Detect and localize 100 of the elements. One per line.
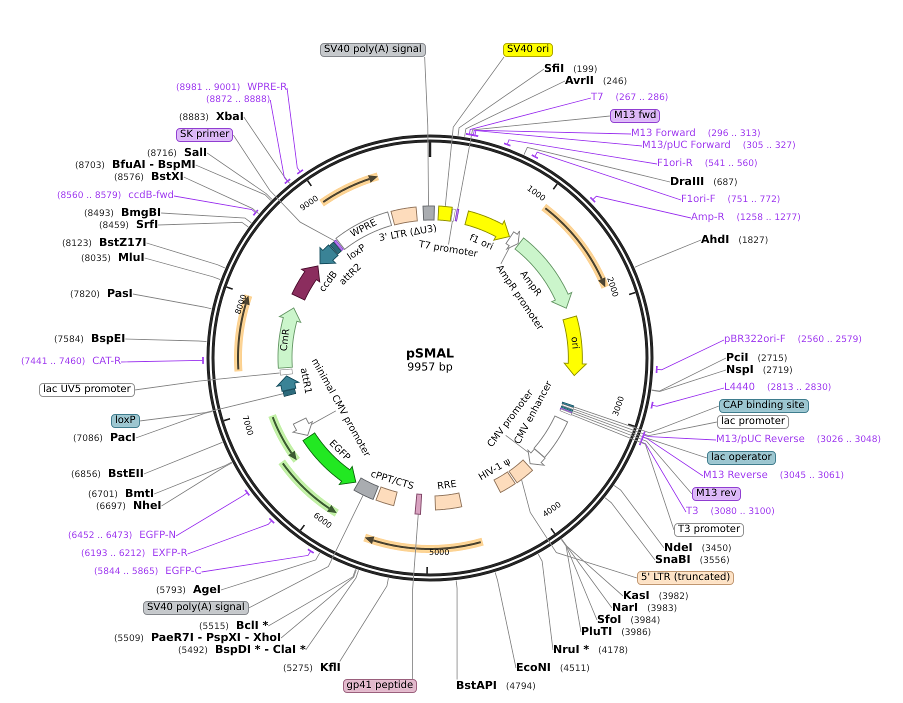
- cut-site-position: (4511): [560, 662, 590, 674]
- leader-line: [470, 130, 632, 137]
- feature-mark: [561, 401, 576, 409]
- leader-line: [268, 568, 356, 626]
- cut-site-position: (4794): [506, 680, 536, 692]
- primer-name: L4440: [724, 382, 756, 394]
- enzyme-name: BspDI * - ClaI *: [214, 644, 306, 656]
- feature-block: [422, 205, 436, 222]
- enzyme-name: AhdI: [701, 234, 730, 246]
- enzyme-name: PasI: [106, 288, 133, 300]
- leader-line: [161, 462, 232, 506]
- cut-site-position: (8123): [62, 238, 92, 250]
- enzyme-name: DraIII: [670, 176, 704, 188]
- feature-label: CmR: [280, 328, 292, 352]
- enzyme-name: AgeI: [192, 584, 221, 596]
- feature-tag: lac promoter: [717, 415, 789, 429]
- feature-block: [508, 458, 534, 484]
- leader-line: [154, 462, 232, 494]
- primer-position: (751 .. 772): [727, 194, 780, 206]
- cut-site-position: (3982): [658, 590, 689, 602]
- primer-name: M13/pUC Reverse: [716, 434, 805, 446]
- primer-position: (3045 .. 3061): [780, 470, 844, 482]
- leader-line: [135, 410, 213, 438]
- leader-line: [471, 130, 642, 146]
- enzyme-name: XbaI: [216, 110, 244, 122]
- enzyme-name: BclI *: [236, 620, 268, 632]
- cut-site-position: (2715): [757, 352, 788, 364]
- leader-line: [560, 539, 582, 632]
- enzyme-name: BmgBI: [120, 206, 162, 218]
- primer-position: (8981 .. 9001): [176, 82, 240, 94]
- cut-site-position: (7584): [54, 334, 84, 346]
- primer-position: (8872 .. 8888): [206, 94, 270, 106]
- primer-name: EGFP-N: [139, 530, 176, 542]
- leader-line: [638, 438, 686, 512]
- cut-site-position: (8883): [179, 112, 209, 124]
- leader-line: [494, 572, 516, 668]
- enzyme-name: AvrII: [565, 74, 594, 86]
- enzyme-name: BspEI: [90, 332, 126, 344]
- leader-line: [124, 338, 208, 342]
- leader-line: [195, 164, 272, 201]
- primer-position: (3026 .. 3048): [816, 434, 882, 446]
- cut-site-position: (5793): [156, 584, 186, 596]
- cut-site-position: (3986): [621, 626, 652, 638]
- leader-line: [466, 98, 592, 136]
- feature-mark: [332, 239, 344, 252]
- enzyme-name: SnaBI: [655, 554, 691, 566]
- leader-line: [270, 100, 291, 184]
- leader-line: [456, 580, 458, 680]
- primer-name: WPRE-R: [247, 82, 288, 94]
- enzyme-name: BmtI: [124, 488, 154, 500]
- cut-site-position: (8493): [84, 208, 114, 220]
- leader-line: [144, 258, 221, 280]
- primer-position: (3080 .. 3100): [710, 506, 775, 518]
- leader-line: [614, 485, 664, 548]
- leader-line: [305, 570, 359, 650]
- leader-line: [146, 242, 226, 268]
- primer-name: T3: [686, 506, 698, 518]
- pointed-feature-block: [562, 315, 587, 377]
- enzyme-name: NruI *: [553, 644, 590, 656]
- leader-line: [651, 358, 726, 392]
- enzyme-name: PacI: [110, 432, 136, 444]
- feature-block: [434, 492, 463, 511]
- feature-tag: gp41 peptide: [342, 679, 418, 693]
- leader-line: [143, 442, 223, 474]
- leader-line: [424, 56, 429, 206]
- tick-label: 3000: [612, 395, 627, 418]
- leader-line: [572, 410, 708, 458]
- leader-line: [561, 538, 612, 608]
- tick-label: 5000: [428, 548, 450, 558]
- cut-site-position: (8716): [147, 148, 177, 160]
- enzyme-name: BfuAI - BspMI: [112, 158, 196, 170]
- feature-label: attR1: [297, 368, 312, 396]
- leader-line: [206, 152, 272, 200]
- enzyme-name: KflI: [320, 662, 341, 674]
- leader-line: [524, 146, 670, 182]
- cut-site-position: (6856): [71, 468, 101, 480]
- pointed-feature-block: [526, 448, 546, 466]
- leader-line: [158, 222, 249, 228]
- feature-tag: SV40 poly(A) signal: [320, 43, 426, 57]
- tick-label: 8000: [234, 294, 250, 316]
- primer-name: F1ori-R: [657, 158, 693, 170]
- primer-name: pBR322ori-F: [724, 334, 786, 346]
- enzyme-name: SrfI: [136, 218, 158, 230]
- enzyme-name: PaeR7I - PspXI - XhoI: [150, 632, 282, 644]
- cut-site-position: (3984): [630, 614, 660, 626]
- leader-line: [183, 176, 260, 214]
- leader-line: [561, 538, 598, 620]
- cut-site-position: (4178): [598, 644, 628, 656]
- primer-position: (6452 .. 6473): [68, 530, 132, 542]
- feature-tag: loxP: [111, 414, 140, 428]
- leader-line: [339, 578, 389, 662]
- cut-site-position: (5492): [178, 644, 208, 656]
- enzyme-name: SfiI: [544, 62, 564, 74]
- leader-line: [232, 134, 336, 242]
- cut-site-position: (2719): [762, 364, 793, 376]
- feature-tag: SV40 ori: [503, 43, 554, 57]
- leader-line: [132, 294, 212, 310]
- leader-line: [634, 240, 702, 268]
- primer-name: EGFP-C: [165, 566, 202, 578]
- leader-line: [651, 370, 726, 392]
